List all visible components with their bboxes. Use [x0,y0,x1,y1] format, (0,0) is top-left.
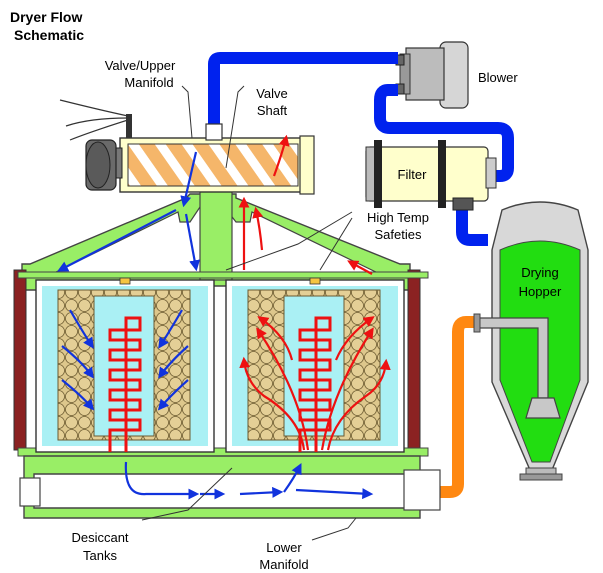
valve-upper-manifold-body [111,123,315,195]
label-valve-upper-manifold-line-2: Manifold [124,75,173,90]
lower-manifold [23,455,421,519]
label-leader-lines [141,85,357,541]
label-desiccant-tanks-line-1: Desiccant [71,530,128,545]
heater-coil-left [108,316,142,452]
label-blower: Blower [478,70,518,85]
label-desiccant-tanks-line-2: Tanks [83,548,117,563]
label-valve-upper-manifold-line-1: Valve/Upper [105,58,176,73]
label-drying-hopper-line-2: Hopper [519,284,562,299]
label-lower-manifold-line-1: Lower [266,540,302,555]
blue-duct-network [208,52,514,246]
drying-hopper [473,201,589,481]
label-drying-hopper-line-1: Drying [521,265,559,280]
center-flow-channel [199,187,233,281]
tank-frame [13,269,429,457]
label-valve-shaft-line-2: Shaft [257,103,288,118]
filter-unit: Filter [365,140,497,211]
blower-unit [395,41,469,109]
valve-motor [59,99,132,191]
label-lower-manifold-line-2: Manifold [259,557,308,572]
safety-sensor-right [309,277,321,285]
label-high-temp-safeties-line-1: High Temp [367,210,429,225]
filter-label: Filter [398,167,428,182]
desiccant-tank-left [35,279,215,453]
safety-sensor-left [119,277,131,285]
orange-duct [440,316,480,498]
process-air-arrows [57,151,374,500]
desiccant-tank-right [225,279,405,453]
diagram-title-line-2: Schematic [14,27,84,43]
lower-manifold-outlet [403,469,441,511]
regeneration-air-arrows [238,134,391,451]
heater-coil-right [298,316,332,452]
label-high-temp-safeties-line-2: Safeties [375,227,422,242]
label-valve-shaft-line-1: Valve [256,86,288,101]
diagram-title-line-1: Dryer Flow [10,9,82,25]
